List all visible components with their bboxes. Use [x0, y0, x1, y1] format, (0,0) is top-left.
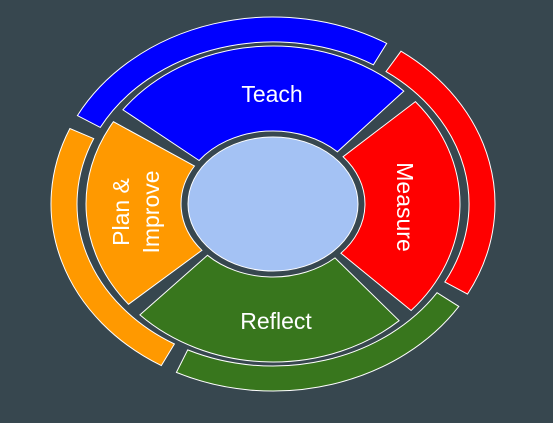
- segment-measure: [340, 100, 461, 312]
- inner-ring: [85, 45, 461, 363]
- segment-label-reflect: Reflect: [240, 308, 312, 334]
- segment-label-plan-improve-line-1: Plan &: [108, 178, 134, 246]
- outer-arc-teach: [76, 16, 388, 129]
- outer-arc-plan-improve: [50, 127, 176, 367]
- segment-plan-improve: [85, 121, 203, 305]
- outer-arc-reflect: [175, 292, 460, 392]
- segment-label-teach: Teach: [241, 81, 302, 107]
- segment-label-plan-improve-line-2: Improve: [138, 170, 164, 253]
- segment-reflect: [139, 254, 400, 363]
- segment-label-plan-improve: Plan & Improve: [108, 170, 164, 253]
- center-hub: [187, 136, 359, 272]
- segment-teach: [122, 45, 405, 162]
- segment-label-measure: Measure: [392, 162, 418, 251]
- outer-arc-measure: [385, 50, 496, 295]
- outer-ring: [50, 16, 496, 392]
